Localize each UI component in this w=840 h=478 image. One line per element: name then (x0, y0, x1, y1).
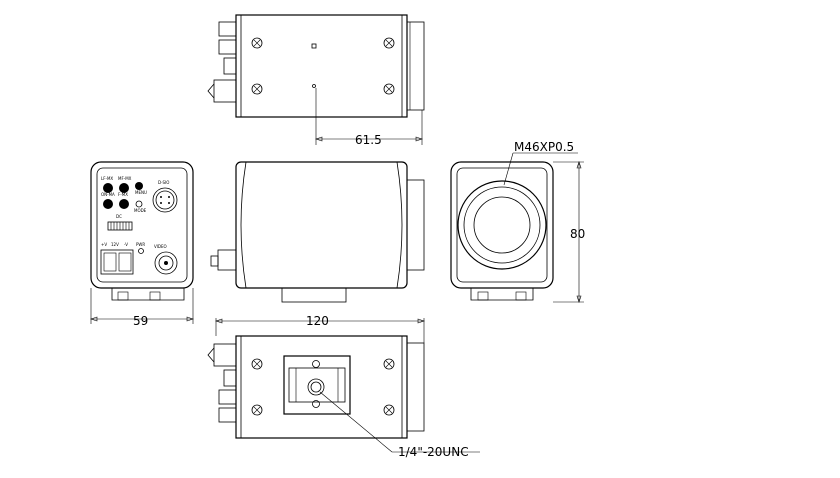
dimension-length: 120 (306, 314, 329, 328)
lens-mount-callout: M46XP0.5 (514, 140, 574, 154)
rear-view (90, 161, 194, 324)
side-view (210, 161, 425, 303)
dimension-width: 59 (133, 314, 148, 328)
rear-label: DC (116, 214, 122, 219)
tripod-thread-callout: 1/4"-20UNC (398, 445, 469, 459)
bottom-view (207, 318, 480, 453)
top-view (207, 14, 425, 145)
rear-label: 12V (111, 242, 119, 247)
rear-label: D-SIO (158, 180, 169, 185)
rear-label: F-MX (118, 192, 128, 197)
dimension-depth: 61.5 (355, 133, 382, 147)
screw-icon (251, 37, 395, 95)
rear-label: VIDEO (154, 244, 167, 249)
front-view (450, 152, 584, 303)
rear-label: MF-MX (118, 176, 132, 181)
rear-label: ON-MA (101, 192, 115, 197)
dimension-height: 80 (570, 227, 585, 241)
rear-label: +V (101, 242, 107, 247)
rear-label: PWR (136, 242, 145, 247)
rear-label: LF-MX (101, 176, 113, 181)
rear-label: -V (124, 242, 128, 247)
rear-label: MODE (134, 208, 147, 213)
screw-icon (251, 358, 395, 416)
rear-label: MENU (135, 190, 147, 195)
